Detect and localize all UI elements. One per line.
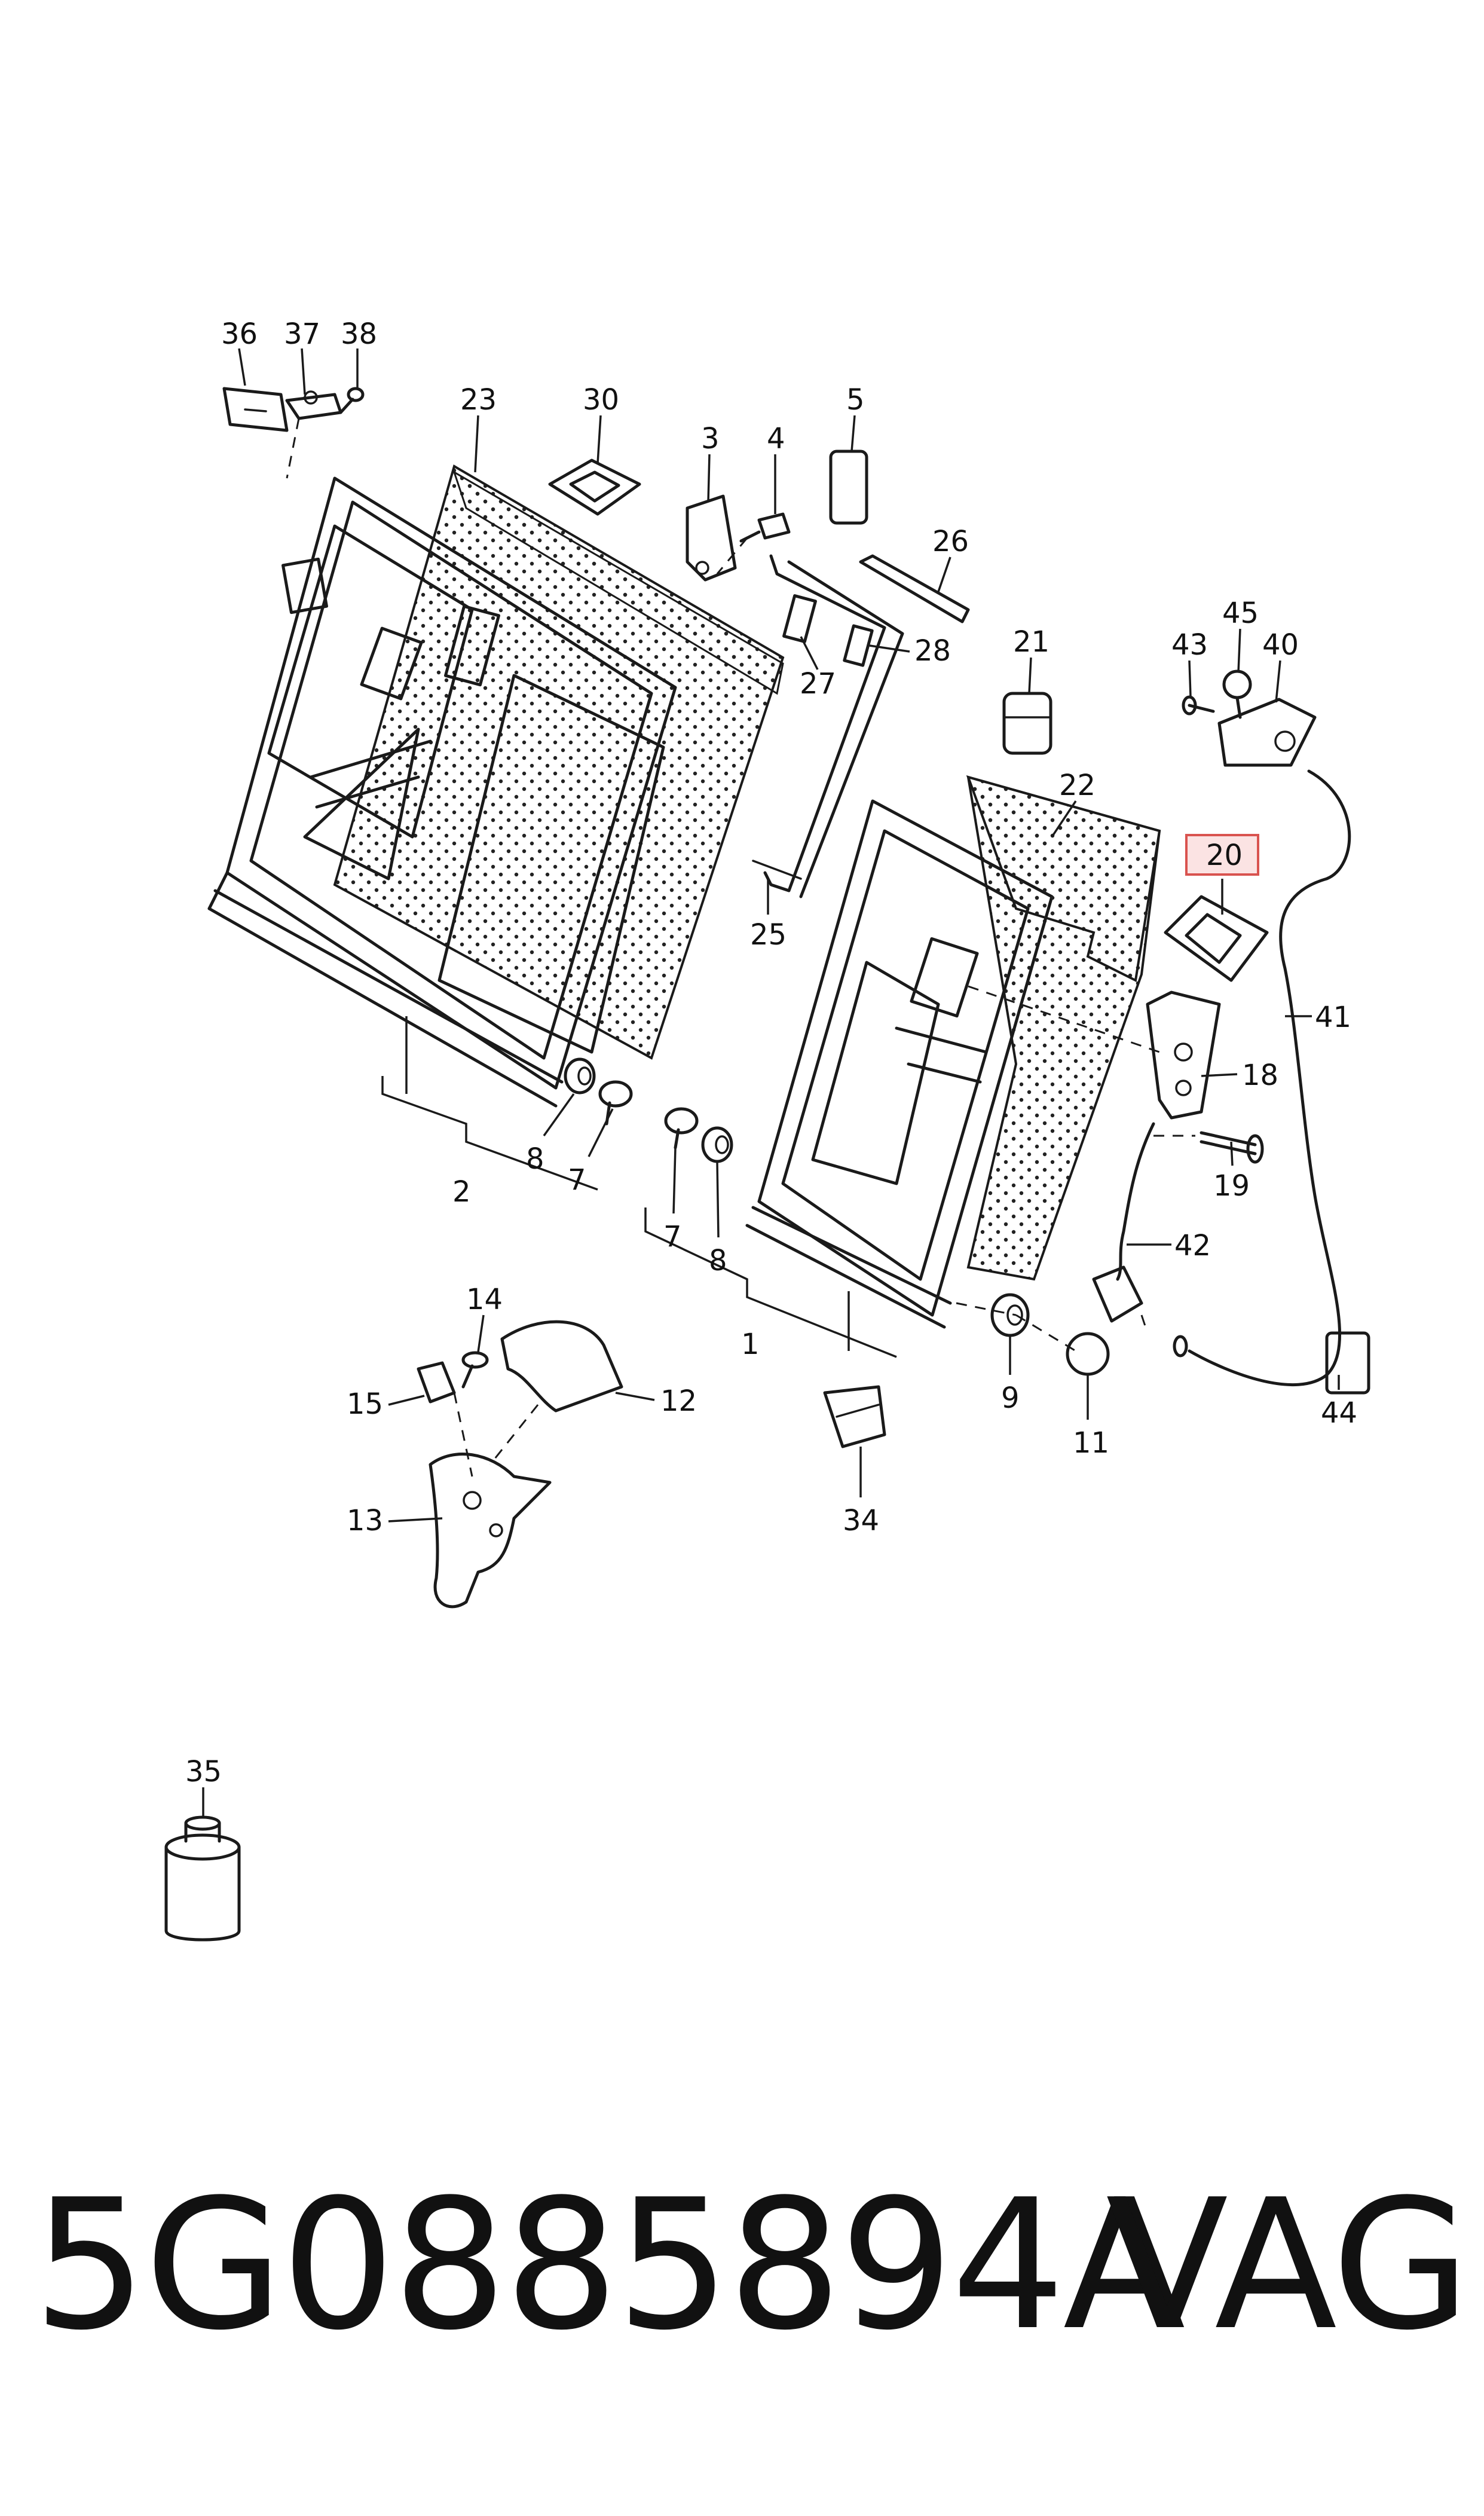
callout-21: 21 xyxy=(1013,625,1049,659)
callout-23: 23 xyxy=(460,383,497,417)
callout-40: 40 xyxy=(1262,628,1299,662)
callout-36: 36 xyxy=(221,317,258,351)
callout-18: 18 xyxy=(1242,1059,1278,1092)
bolt-19 xyxy=(1200,1131,1264,1164)
callout-28: 28 xyxy=(914,634,951,668)
part-number: 5G0885894A xyxy=(33,2161,1186,2370)
callout-45: 45 xyxy=(1222,597,1259,630)
callout-37: 37 xyxy=(284,317,320,351)
callout-5: 5 xyxy=(846,383,865,417)
bolt-4 xyxy=(739,512,791,543)
callout-20: 20 xyxy=(1206,839,1243,872)
callout-44: 44 xyxy=(1321,1396,1357,1430)
cover-12 xyxy=(500,1320,623,1413)
wire-frame-25 xyxy=(763,554,886,892)
callout-8-left: 8 xyxy=(526,1142,544,1176)
callout-8-right: 8 xyxy=(709,1244,727,1277)
pin-7-right xyxy=(664,1107,699,1150)
callout-12: 12 xyxy=(660,1384,697,1418)
callout-1: 1 xyxy=(741,1328,760,1361)
callout-41: 41 xyxy=(1315,1001,1351,1034)
cap-21 xyxy=(1002,692,1052,755)
padding-panel-22 xyxy=(966,775,1161,983)
clip-34 xyxy=(823,1385,886,1448)
leader-lines xyxy=(202,348,1340,1817)
callout-3: 3 xyxy=(701,422,720,455)
callout-7-right: 7 xyxy=(663,1220,682,1254)
bushing-8-right xyxy=(701,1126,733,1163)
bracket-37 xyxy=(285,390,342,420)
mechanism-13 xyxy=(429,1453,552,1609)
clip-44 xyxy=(1325,1331,1370,1395)
callout-11: 11 xyxy=(1073,1426,1109,1460)
clip-27 xyxy=(782,594,817,643)
brand-name: VAG xyxy=(1106,2161,1470,2370)
screw-38 xyxy=(339,387,365,414)
callout-35: 35 xyxy=(185,1755,222,1789)
callout-22: 22 xyxy=(1059,769,1096,802)
callout-27: 27 xyxy=(800,667,836,701)
callout-9: 9 xyxy=(1001,1381,1020,1415)
handle-bezel-20 xyxy=(1164,895,1269,982)
release-handle-40 xyxy=(1182,669,1317,767)
callout-4: 4 xyxy=(767,422,785,455)
bushing-8-left xyxy=(564,1057,596,1095)
callout-30: 30 xyxy=(583,383,619,417)
padding-panel-23 xyxy=(452,470,784,695)
bushing-9 xyxy=(990,1293,1030,1337)
bracket-3 xyxy=(686,494,737,582)
screw-14 xyxy=(461,1351,489,1389)
callout-43: 43 xyxy=(1171,628,1208,662)
cap-11 xyxy=(1066,1332,1110,1376)
callout-15: 15 xyxy=(347,1387,383,1421)
callout-42: 42 xyxy=(1174,1229,1211,1262)
callout-2: 2 xyxy=(452,1175,471,1209)
lock-18 xyxy=(1146,990,1221,1120)
bezel-30 xyxy=(548,458,641,516)
cover-5 xyxy=(829,450,868,525)
clip-28 xyxy=(843,624,874,667)
callout-13: 13 xyxy=(347,1504,383,1537)
container-35 xyxy=(164,1815,241,1942)
assembly-lines xyxy=(286,418,1195,1477)
pin-7-left xyxy=(598,1080,633,1126)
callout-34: 34 xyxy=(843,1504,879,1537)
cable-42 xyxy=(1116,1122,1155,1281)
callout-38: 38 xyxy=(341,317,377,351)
callout-25: 25 xyxy=(750,918,787,952)
callout-14: 14 xyxy=(466,1283,503,1316)
clip-36 xyxy=(222,387,289,432)
callout-labels: 36 37 38 23 30 3 4 5 26 21 45 43 40 28 2… xyxy=(185,317,1357,1789)
cable-41 xyxy=(1188,769,1351,1387)
callout-26: 26 xyxy=(932,525,969,558)
callout-7-left: 7 xyxy=(568,1163,586,1197)
left-backrest-frame xyxy=(207,464,785,1108)
callout-19: 19 xyxy=(1213,1169,1250,1203)
highlight-box-20 xyxy=(1185,834,1259,876)
trim-strip-26 xyxy=(859,554,970,623)
